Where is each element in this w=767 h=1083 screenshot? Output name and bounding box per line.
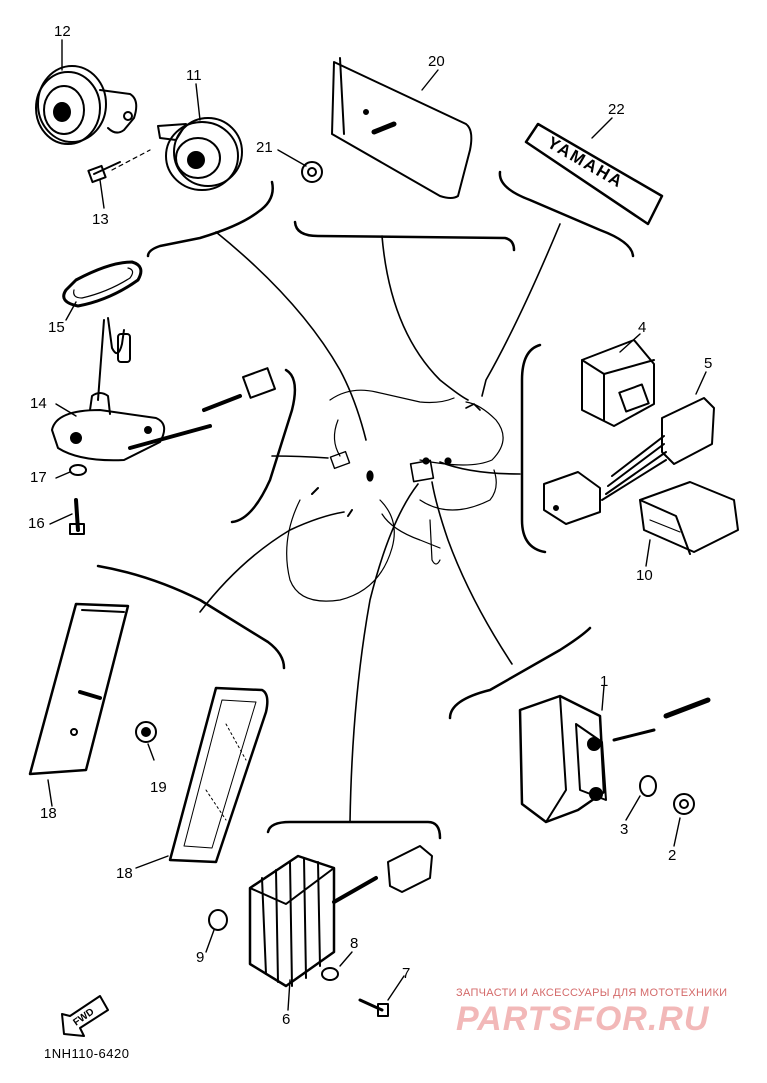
label-part-20: 20: [428, 53, 445, 70]
label-part-13: 13: [92, 211, 109, 228]
label-part-10: 10: [636, 567, 653, 584]
label-part-19: 19: [150, 779, 167, 796]
label-part-12: 12: [54, 23, 71, 40]
gasket-15: [62, 260, 143, 308]
label-part-8: 8: [350, 935, 359, 952]
plate-20: [331, 57, 473, 199]
bolt-16: [69, 498, 85, 535]
nut-21: [301, 161, 323, 183]
label-part-18-right: 18: [116, 865, 133, 882]
relay-1: [518, 694, 711, 824]
emblem-22: YAMAHA: [524, 122, 664, 226]
nut-19: [135, 721, 157, 743]
label-part-15: 15: [48, 319, 65, 336]
horn-12: [35, 65, 138, 145]
leader-lines: [199, 223, 561, 823]
bolt-7: [358, 998, 389, 1017]
label-part-18-left: 18: [40, 805, 57, 822]
bolt-13: [87, 161, 121, 184]
nut-2: [673, 793, 695, 815]
label-part-1: 1: [600, 673, 609, 690]
collar-9: [208, 909, 228, 931]
reflector-18-right: [168, 686, 269, 864]
label-part-2: 2: [668, 847, 677, 864]
label-part-9: 9: [196, 949, 205, 966]
label-part-14: 14: [30, 395, 47, 412]
reflector-18-left: [28, 602, 130, 776]
label-part-5: 5: [704, 355, 713, 372]
relay-4: [581, 339, 655, 427]
watermark-brand: PARTSFOR.RU: [456, 1000, 710, 1038]
label-part-6: 6: [282, 1011, 291, 1028]
washer-17: [69, 464, 87, 476]
diagram-code: 1NH110-6420: [44, 1046, 130, 1061]
label-part-16: 16: [28, 515, 45, 532]
washer-8: [321, 967, 339, 981]
washer-3: [639, 775, 657, 797]
label-leaders: [47, 39, 707, 1011]
label-part-4: 4: [638, 319, 647, 336]
label-part-3: 3: [620, 821, 629, 838]
label-part-7: 7: [402, 965, 411, 982]
label-part-21: 21: [256, 139, 273, 156]
watermark-tagline: ЗАПЧАСТИ И АКСЕССУАРЫ ДЛЯ МОТОТЕХНИКИ: [456, 987, 728, 999]
label-part-17: 17: [30, 469, 47, 486]
horn-11: [111, 117, 243, 191]
group-brackets: [96, 170, 635, 840]
fwd-arrow-icon: FWD: [61, 995, 109, 1037]
connector-5: [543, 397, 715, 525]
motorcycle-outline: [286, 389, 504, 602]
rectifier-6: [248, 845, 433, 988]
coupler-10: [639, 481, 739, 555]
label-part-11: 11: [186, 67, 202, 84]
fuel-sender-14: [51, 317, 276, 462]
label-part-22: 22: [608, 101, 625, 118]
